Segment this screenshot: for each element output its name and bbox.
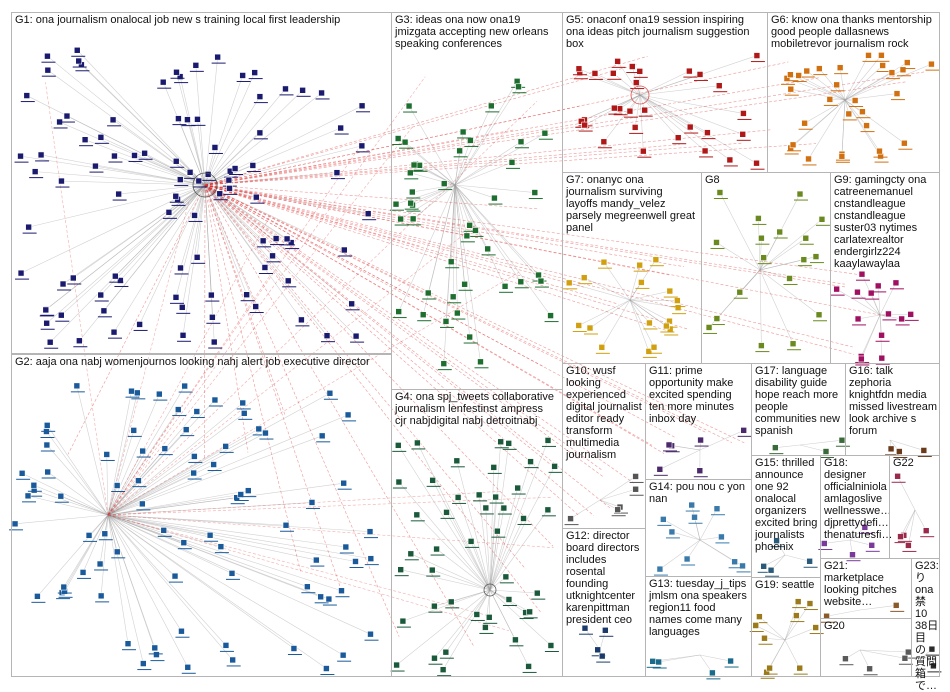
group-box-g20: G20 [820,618,912,677]
group-box-g9: G9: gamingcty ona catreenemanuel cnstand… [830,172,940,364]
group-box-g18: G18: designer officialniniola amlagosliv… [820,455,890,559]
group-label-g14: G14: pou nou c yon nan [649,481,745,505]
group-label-g22: G22 [893,457,914,469]
group-box-g14: G14: pou nou c yon nan [645,479,752,577]
group-label-g19: G19: seattle [755,579,814,591]
group-label-g4: G4: ona spj_tweets collaborative journal… [395,391,554,427]
group-label-g2: G2: aaja ona nabj womenjournos looking n… [15,356,370,368]
group-label-g12: G12: director board directors includes r… [566,530,639,626]
group-box-g1: G1: ona journalism onalocal job new s tr… [11,12,392,354]
group-label-g23: G23: り ona 禁 10 38日 目 の 質問 箱で… [915,560,939,692]
group-label-g21: G21: marketplace looking pitches website… [824,560,897,608]
group-label-g18: G18: designer officialniniola amlagosliv… [824,457,892,541]
group-box-g13: G13: tuesday_j_tips jmlsm ona speakers r… [645,576,752,677]
group-label-g1: G1: ona journalism onalocal job new s tr… [15,14,340,26]
group-box-g11: G11: prime opportunity make excited spen… [645,363,752,480]
group-box-g3: G3: ideas ona now ona19 jmizgata accepti… [391,12,563,390]
group-box-g19: G19: seattle [751,577,821,677]
group-box-g12: G12: director board directors includes r… [562,528,646,677]
group-box-g2: G2: aaja ona nabj womenjournos looking n… [11,354,392,677]
group-label-g10: G10: wusf looking experienced digital jo… [566,365,642,461]
group-box-g5: G5: onaconf ona19 session inspiring ona … [562,12,768,173]
group-label-g6: G6: know ona thanks mentorship good peop… [771,14,932,50]
group-box-g23: G23: り ona 禁 10 38日 目 の 質問 箱で… [911,558,940,677]
group-label-g20: G20 [824,620,845,632]
group-box-g21: G21: marketplace looking pitches website… [820,558,912,619]
group-box-g4: G4: ona spj_tweets collaborative journal… [391,389,563,677]
group-box-g6: G6: know ona thanks mentorship good peop… [767,12,940,173]
group-box-g7: G7: onanyc ona journalism surviving layo… [562,172,702,364]
group-label-g8: G8 [705,174,720,186]
group-box-g22: G22 [889,455,940,559]
group-label-g3: G3: ideas ona now ona19 jmizgata accepti… [395,14,548,50]
group-box-g15: G15: thrilled announce one 92 onalocal o… [751,455,821,578]
group-label-g16: G16: talk zephoria knightfdn media misse… [849,365,937,437]
group-box-g10: G10: wusf looking experienced digital jo… [562,363,646,529]
group-label-g15: G15: thrilled announce one 92 onalocal o… [755,457,817,553]
group-label-g17: G17: language disability guide hope reac… [755,365,840,437]
group-label-g7: G7: onanyc ona journalism surviving layo… [566,174,695,234]
group-label-g13: G13: tuesday_j_tips jmlsm ona speakers r… [649,578,747,638]
group-box-g16: G16: talk zephoria knightfdn media misse… [845,363,940,456]
group-label-g5: G5: onaconf ona19 session inspiring ona … [566,14,749,50]
group-box-g8: G8 [701,172,831,364]
group-label-g11: G11: prime opportunity make excited spen… [649,365,734,425]
group-label-g9: G9: gamingcty ona catreenemanuel cnstand… [834,174,926,270]
group-box-g17: G17: language disability guide hope reac… [751,363,846,456]
